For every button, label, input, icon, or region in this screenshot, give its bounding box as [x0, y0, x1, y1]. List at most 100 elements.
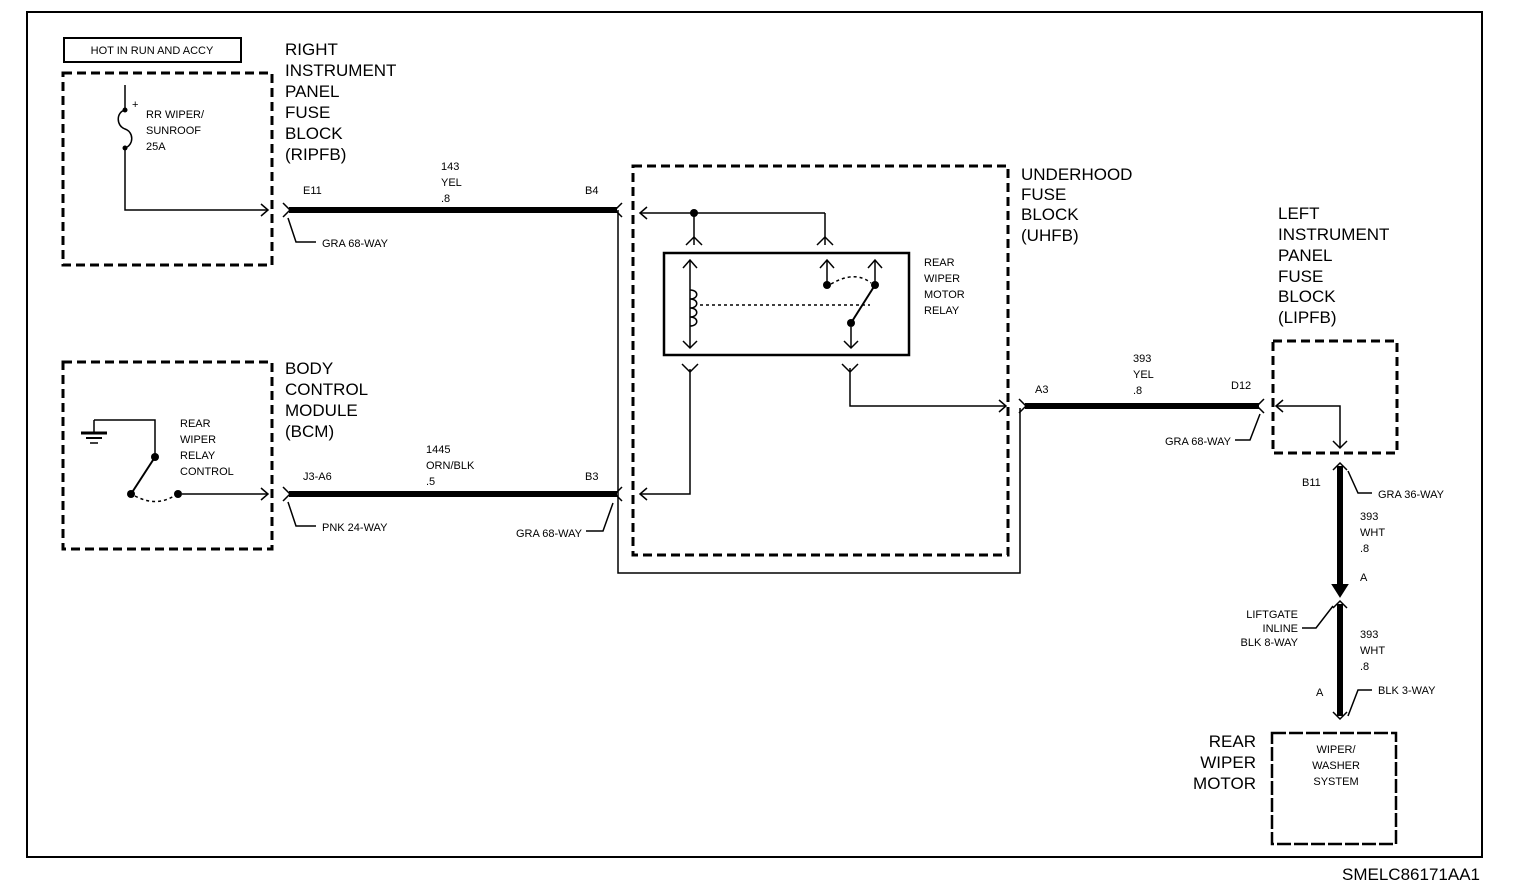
svg-text:1445: 1445 [426, 444, 450, 456]
svg-text:BLOCK: BLOCK [285, 124, 343, 143]
svg-text:CONTROL: CONTROL [285, 380, 368, 399]
connector-d12 [1255, 398, 1265, 414]
svg-text:.8: .8 [441, 193, 450, 205]
svg-text:BLOCK: BLOCK [1278, 287, 1336, 306]
svg-text:PANEL: PANEL [1278, 246, 1333, 265]
pin-d12: D12 [1231, 380, 1251, 392]
pin-j3a6: J3-A6 [303, 471, 332, 483]
uhfb-enclosure [617, 210, 1021, 574]
pin-e11: E11 [303, 185, 322, 197]
connector-gra68-top: GRA 68-WAY [322, 238, 389, 250]
svg-text:(LIPFB): (LIPFB) [1278, 308, 1337, 327]
svg-text:BLK 8-WAY: BLK 8-WAY [1241, 637, 1299, 649]
svg-text:.8: .8 [1133, 385, 1142, 397]
pin-a3: A3 [1035, 384, 1048, 396]
svg-text:(UHFB): (UHFB) [1021, 226, 1079, 245]
ripfb-box [61, 71, 274, 267]
svg-text:BLOCK: BLOCK [1021, 205, 1079, 224]
svg-text:FUSE: FUSE [1021, 185, 1066, 204]
svg-text:.8: .8 [1360, 661, 1369, 673]
gra68-right-leader [1235, 413, 1261, 441]
svg-text:PANEL: PANEL [285, 82, 340, 101]
svg-text:SYSTEM: SYSTEM [1313, 776, 1358, 788]
svg-text:WHT: WHT [1360, 645, 1385, 657]
connector-e11 [282, 202, 292, 218]
connector-pnk24: PNK 24-WAY [322, 522, 388, 534]
svg-text:MOTOR: MOTOR [924, 289, 965, 301]
connector-gra36: GRA 36-WAY [1378, 489, 1445, 501]
svg-text:WIPER: WIPER [180, 434, 216, 446]
uhfb-title: UNDERHOOD FUSE BLOCK (UHFB) [1021, 165, 1132, 245]
bcm-box [61, 360, 274, 551]
svg-text:RIGHT: RIGHT [285, 40, 338, 59]
connector-a3 [1018, 398, 1028, 414]
hot-label-box [63, 37, 242, 63]
bcm-title: BODY CONTROL MODULE (BCM) [285, 359, 368, 441]
svg-text:REAR: REAR [180, 418, 211, 430]
svg-text:INSTRUMENT: INSTRUMENT [1278, 225, 1389, 244]
lipfb-internal-wiring [1274, 399, 1348, 450]
fuse-label: RR WIPER/ SUNROOF 25A [146, 109, 205, 153]
fuse-plus: + [132, 99, 138, 111]
svg-text:MOTOR: MOTOR [1193, 774, 1256, 793]
svg-text:(RIPFB): (RIPFB) [285, 145, 346, 164]
connector-b11 [1332, 461, 1348, 471]
svg-text:393: 393 [1360, 511, 1378, 523]
svg-text:FUSE: FUSE [1278, 267, 1323, 286]
connector-gra68-bcm: GRA 68-WAY [516, 528, 583, 540]
relay-label: REAR WIPER MOTOR RELAY [924, 257, 965, 317]
svg-text:LIFTGATE: LIFTGATE [1246, 609, 1298, 621]
svg-text:INSTRUMENT: INSTRUMENT [285, 61, 396, 80]
svg-text:INLINE: INLINE [1263, 623, 1298, 635]
pin-b3: B3 [585, 471, 598, 483]
svg-text:143: 143 [441, 161, 459, 173]
pin-a-lower: A [1316, 687, 1324, 699]
hot-label: HOT IN RUN AND ACCY [91, 45, 214, 57]
relay-contacts-icon [819, 258, 883, 350]
wire-143-label: 143 YEL .8 [441, 161, 462, 205]
svg-text:25A: 25A [146, 141, 166, 153]
svg-text:393: 393 [1360, 629, 1378, 641]
svg-text:393: 393 [1133, 353, 1151, 365]
wiper-washer-label: WIPER/ WASHER SYSTEM [1312, 744, 1360, 788]
svg-text:(BCM): (BCM) [285, 422, 334, 441]
svg-text:SUNROOF: SUNROOF [146, 125, 201, 137]
svg-text:CONTROL: CONTROL [180, 466, 234, 478]
blk3-leader [1347, 689, 1372, 717]
svg-text:RELAY: RELAY [180, 450, 216, 462]
connector-b3 [613, 486, 623, 502]
uhfb-internal-wiring [638, 206, 1008, 501]
wire-393-yel-label: 393 YEL .8 [1133, 353, 1154, 397]
connector-blk3 [1332, 711, 1348, 721]
connector-gra68-right: GRA 68-WAY [1165, 436, 1232, 448]
connector-j3a6 [282, 486, 292, 502]
svg-text:.8: .8 [1360, 543, 1369, 555]
wire-393-wht-arrow [1331, 584, 1349, 598]
wiper-washer-box [1270, 731, 1398, 846]
fuse-icon [117, 85, 270, 217]
svg-text:LEFT: LEFT [1278, 204, 1320, 223]
wire-1445-label: 1445 ORN/BLK .5 [426, 444, 475, 488]
ripfb-title: RIGHT INSTRUMENT PANEL FUSE BLOCK (RIPFB… [285, 40, 396, 164]
gra36-leader [1347, 470, 1372, 494]
svg-text:YEL: YEL [441, 177, 462, 189]
liftgate-leader [1302, 605, 1334, 629]
wire-393-wht-upper-label: 393 WHT .8 [1360, 511, 1385, 555]
gra68-bcm-leader [586, 502, 614, 532]
relay-coil-icon [682, 258, 870, 350]
figure-id: SMELC86171AA1 [1342, 865, 1480, 884]
connector-blk3-label: BLK 3-WAY [1378, 685, 1436, 697]
diagram-frame [26, 11, 1483, 858]
svg-text:.5: .5 [426, 476, 435, 488]
gra68-top-leader [287, 217, 316, 243]
pin-b11: B11 [1302, 477, 1321, 489]
ground-icon [81, 419, 156, 455]
svg-text:MODULE: MODULE [285, 401, 358, 420]
svg-text:WIPER: WIPER [924, 273, 960, 285]
svg-text:FUSE: FUSE [285, 103, 330, 122]
svg-text:REAR: REAR [1209, 732, 1256, 751]
connector-liftgate-label: LIFTGATE INLINE BLK 8-WAY [1241, 609, 1299, 649]
connector-b4 [613, 202, 623, 218]
svg-text:REAR: REAR [924, 257, 955, 269]
